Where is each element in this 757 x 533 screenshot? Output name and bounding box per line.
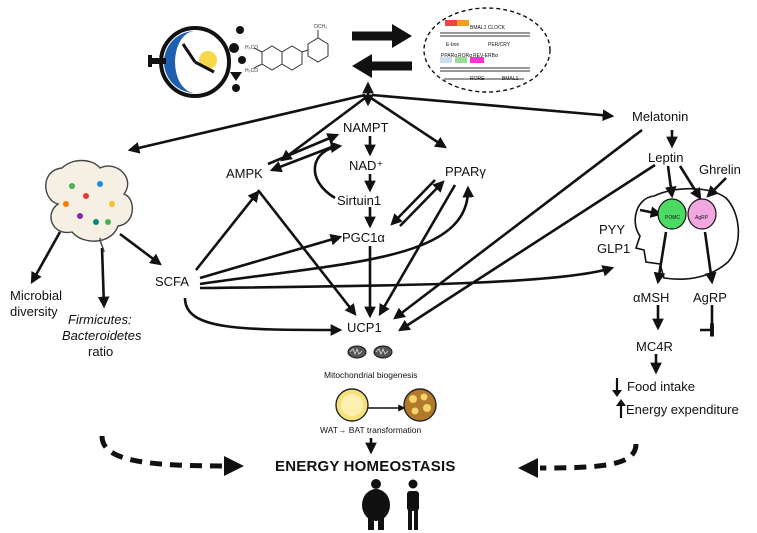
node-microbial-diversity: diversity	[10, 304, 58, 319]
node-scfa: SCFA	[155, 274, 189, 289]
scfa-to-pgc1a-arrow	[199, 234, 343, 280]
hub-to-melatonin-arrow	[371, 93, 615, 122]
node-microbial-diversity: Microbial	[10, 288, 63, 303]
outcome-direction-icons	[612, 378, 626, 418]
food-icons	[229, 26, 246, 92]
ghrelin-to-agrp-arrow	[706, 177, 727, 198]
scfa-to-ampk-arrow	[194, 190, 260, 271]
node-pyy: PYY	[599, 222, 626, 237]
node-agrp: AgRP	[693, 290, 727, 305]
clock-gene-label: BMAL1 CLOCK	[470, 25, 506, 31]
node-wat-bat-transformation: WAT→ BAT transformation	[320, 425, 422, 435]
node-ppar: PPARγ	[445, 164, 486, 179]
scfa-to-ppar-arrow	[199, 185, 475, 286]
structure-label: OCH₃	[314, 24, 327, 30]
structure-label: H₃CO	[245, 68, 258, 74]
exchange-arrows-icon	[352, 24, 412, 78]
decrease-icon	[612, 390, 622, 397]
nampt-to-ampk-arrow	[269, 143, 338, 173]
gut-to-ratio-arrow	[97, 247, 110, 309]
ppar-to-ucp1-arrow	[378, 184, 457, 317]
pomc-to-amsh-arrow	[653, 231, 668, 285]
mitochondria-icon	[347, 345, 393, 359]
agrp-neuron-icon	[687, 198, 717, 230]
node-firmicutes: Firmicutes:	[68, 312, 132, 327]
clock-gene-label: BMAL1	[502, 76, 519, 82]
node-ucp1: UCP1	[347, 320, 382, 335]
hub-to-ampk-arrow	[280, 96, 366, 162]
ampk-to-ucp1-arrow	[256, 189, 357, 316]
node-ratio: ratio	[88, 344, 114, 359]
pathway-arrows	[30, 81, 727, 455]
hub-to-gut-arrow	[127, 93, 366, 154]
wat-cell-icon	[335, 388, 369, 422]
node-melatonin: Melatonin	[632, 109, 689, 124]
scfa-to-ucp1-arrow	[183, 297, 343, 336]
node-ampk: AMPK	[226, 166, 263, 181]
pomc-neuron-label: POMC	[665, 215, 680, 221]
node-nad: NAD⁺	[349, 158, 384, 173]
clock-gene-label: RORα	[458, 53, 473, 59]
agrp-inhibits-mc4r	[700, 305, 714, 332]
clock-gene-panel	[423, 7, 551, 93]
clock-gene-label: PPARα	[441, 53, 458, 59]
clock-gene-label: PER/CRY	[488, 42, 511, 48]
gut-to-diversity-arrow	[30, 231, 62, 285]
head-brain-icon	[634, 187, 740, 281]
node-energy-expenditure: Energy expenditure	[626, 402, 739, 417]
hub-to-ppar-arrow	[370, 96, 447, 149]
pyy-to-pomc-arrow	[639, 206, 663, 218]
node-nampt: NAMPT	[343, 120, 389, 135]
ampk-to-nampt-arrow	[267, 133, 340, 166]
bat-cell-icon	[403, 388, 437, 422]
node-bacteroidetes: Bacteroidetes	[62, 328, 142, 343]
increase-icon	[616, 399, 626, 406]
clock-gene-label: E-box	[446, 42, 460, 48]
leptin-to-agrp-arrow	[678, 165, 702, 200]
node-amsh: αMSH	[633, 290, 670, 305]
melatonin-to-ucp1-arrow	[393, 128, 643, 320]
scfa-to-pyy-arrow	[199, 265, 615, 290]
flavonoid-structure-icon	[253, 30, 329, 71]
people-icon	[362, 479, 419, 530]
node-leptin: Leptin	[648, 150, 684, 165]
node-ghrelin: Ghrelin	[699, 162, 741, 177]
pomc-neuron-icon	[657, 198, 687, 230]
node-food-intake: Food intake	[627, 379, 695, 394]
leptin-to-ucp1-arrow	[398, 163, 656, 332]
circadian-clock-icon	[148, 26, 231, 98]
node-mc4r: MC4R	[636, 339, 673, 354]
clock-gene-label: REV-ERBα	[473, 53, 498, 59]
agrp-neuron-label: AgRP	[695, 215, 709, 221]
node-pgc1a: PGC1α	[342, 230, 385, 245]
dashed-homeostasis-arrows	[99, 435, 639, 471]
arrowhead-icon	[518, 458, 538, 478]
gut-microbiota-icon	[45, 159, 133, 253]
arrowhead-icon	[224, 456, 244, 476]
gut-to-scfa-arrow	[119, 232, 162, 266]
sirtuin-feedback-arrow	[313, 141, 343, 200]
clock-gene-label: RORE	[470, 76, 485, 82]
node-glp1: GLP1	[597, 241, 631, 256]
node-sirtuin1: Sirtuin1	[337, 193, 382, 208]
structure-label: H₃CO	[245, 45, 258, 51]
energy-homeostasis-title: ENERGY HOMEOSTASIS	[275, 458, 456, 475]
node-mitochondrial-biogenesis: Mitochondrial biogenesis	[324, 370, 418, 380]
pgc1a-to-ppar-arrow	[399, 180, 445, 227]
ppar-to-pgc1a-arrow	[390, 179, 436, 226]
